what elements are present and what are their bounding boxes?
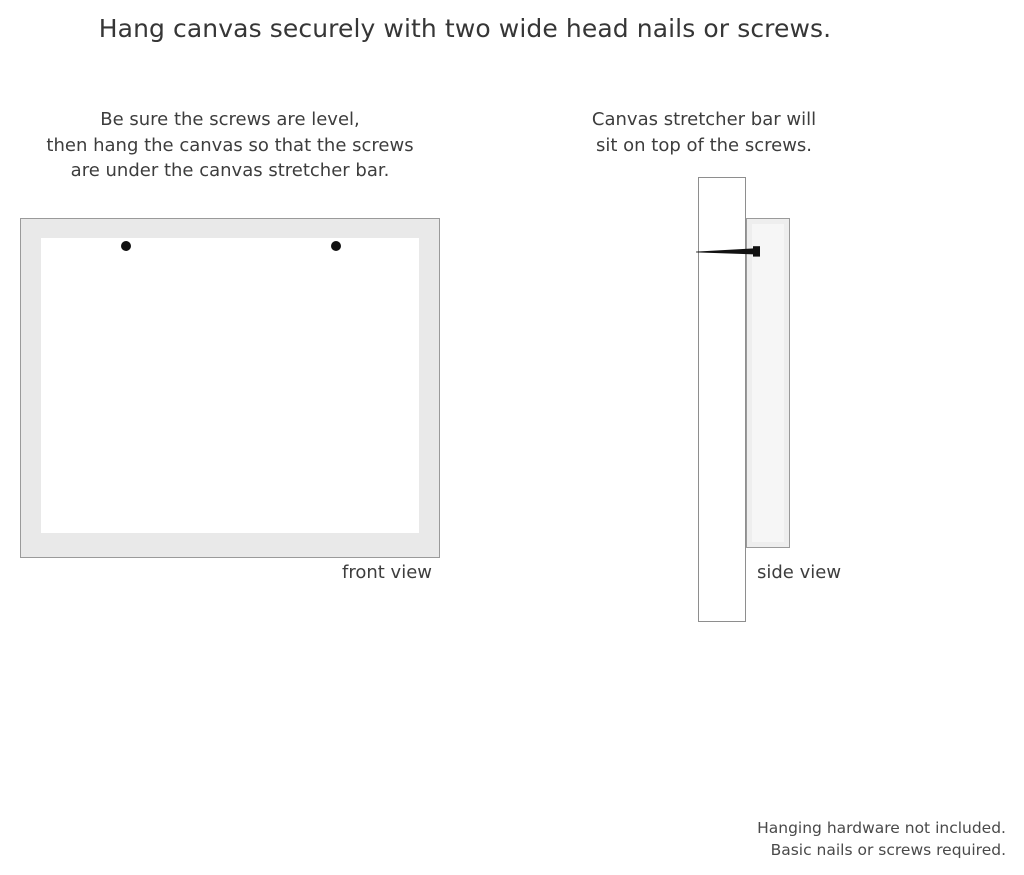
screw-head-icon-left xyxy=(121,241,131,251)
front-view-caption: Be sure the screws are level,then hang t… xyxy=(46,109,414,181)
side-view-label: side view xyxy=(757,562,842,583)
side-view-diagram xyxy=(690,170,810,630)
front-view-label: front view xyxy=(342,562,432,583)
screw-head-icon-right xyxy=(331,241,341,251)
canvas-frame-outline xyxy=(20,218,440,558)
stretcher-bar-face xyxy=(752,224,784,542)
nail-icon xyxy=(696,246,760,257)
footnote-text: Hanging hardware not included.Basic nail… xyxy=(757,819,1006,859)
page-title: Hang canvas securely with two wide head … xyxy=(98,14,832,43)
canvas-face xyxy=(41,238,419,533)
canvas-stretcher-bar xyxy=(746,218,790,548)
front-view-diagram xyxy=(20,218,440,558)
